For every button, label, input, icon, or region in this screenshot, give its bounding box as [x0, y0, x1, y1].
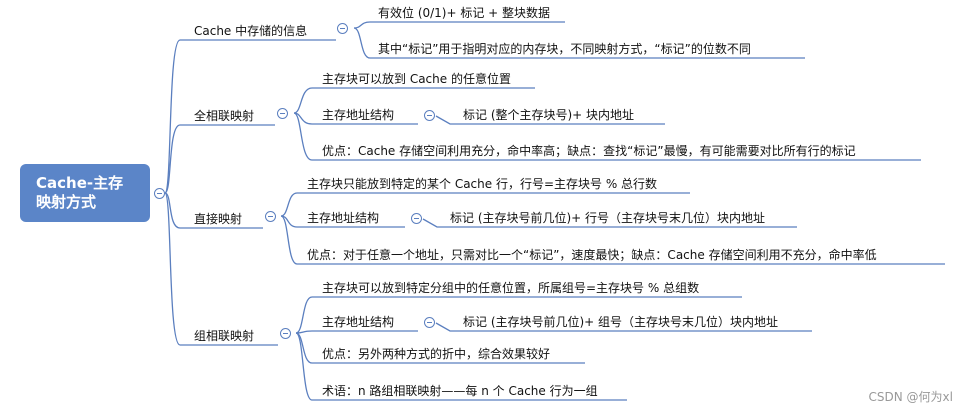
direct-structure[interactable]: 标记 (主存块号前几位)+ 行号（主存块号末几位）块内地址: [450, 211, 766, 225]
link-full-struct: [435, 115, 665, 125]
cache-info-item-1[interactable]: 有效位 (0/1)+ 标记 + 整块数据: [378, 6, 551, 20]
link-full-3: [293, 112, 921, 161]
watermark: CSDN @何为xl: [868, 390, 953, 404]
link-root-cache-info: [164, 39, 336, 194]
link-direct-1: [280, 192, 690, 217]
link-root-set-assoc: [164, 192, 278, 346]
link-set-struct: [435, 322, 812, 332]
link-direct-struct: [422, 218, 797, 228]
collapse-direct-icon[interactable]: [265, 211, 276, 222]
collapse-set-struct-icon[interactable]: [424, 317, 435, 328]
collapse-cache-info-icon[interactable]: [337, 23, 348, 34]
link-full-1: [293, 87, 535, 114]
link-cache-info-2: [353, 27, 805, 59]
direct-item-3[interactable]: 优点：对于任意一个地址，只需对比一个“标记”，速度最快；缺点：Cache 存储空…: [307, 248, 877, 262]
full-assoc-item-2[interactable]: 主存地址结构: [322, 108, 395, 122]
collapse-root-icon[interactable]: [154, 188, 165, 199]
link-set-2: [295, 330, 418, 334]
link-direct-2: [280, 215, 405, 228]
collapse-full-assoc-icon[interactable]: [277, 108, 288, 119]
link-root-full-assoc: [164, 124, 275, 194]
set-assoc-item-1[interactable]: 主存块可以放到特定分组中的任意位置，所属组号=主存块号 % 总组数: [322, 281, 700, 295]
branch-full-assoc[interactable]: 全相联映射: [194, 109, 255, 123]
branch-direct[interactable]: 直接映射: [194, 212, 243, 226]
collapse-full-struct-icon[interactable]: [424, 110, 435, 121]
set-assoc-structure[interactable]: 标记 (主存块号前几位)+ 组号（主存块号末几位）块内地址: [463, 315, 779, 329]
link-direct-3: [280, 215, 945, 265]
root-title-line2: 映射方式: [36, 193, 97, 211]
branch-set-assoc[interactable]: 组相联映射: [194, 329, 255, 343]
direct-item-2[interactable]: 主存地址结构: [307, 211, 380, 225]
collapse-set-assoc-icon[interactable]: [280, 328, 291, 339]
set-assoc-item-3[interactable]: 优点：另外两种方式的折中，综合效果较好: [322, 347, 551, 361]
root-title-line1: Cache-主存: [36, 174, 124, 192]
full-assoc-item-1[interactable]: 主存块可以放到 Cache 的任意位置: [322, 72, 511, 86]
full-assoc-item-3[interactable]: 优点：Cache 存储空间利用充分，命中率高；缺点：查找“标记”最慢，有可能需要…: [322, 144, 856, 158]
branch-cache-info[interactable]: Cache 中存储的信息: [194, 24, 308, 38]
full-assoc-structure[interactable]: 标记 (整个主存块号)+ 块内地址: [463, 108, 635, 122]
cache-info-item-2[interactable]: 其中“标记”用于指明对应的内存块，不同映射方式，“标记”的位数不同: [378, 42, 751, 56]
set-assoc-item-2[interactable]: 主存地址结构: [322, 315, 395, 329]
collapse-direct-struct-icon[interactable]: [411, 213, 422, 224]
link-cache-info-1: [353, 21, 565, 29]
link-set-1: [295, 296, 742, 334]
link-root-direct: [164, 192, 263, 229]
direct-item-1[interactable]: 主存块只能放到特定的某个 Cache 行，行号=主存块号 % 总行数: [307, 177, 658, 191]
link-set-4: [295, 332, 627, 401]
set-assoc-item-4[interactable]: 术语：n 路组相联映射——每 n 个 Cache 行为一组: [322, 384, 598, 398]
root-node[interactable]: Cache-主存 映射方式: [20, 164, 150, 222]
